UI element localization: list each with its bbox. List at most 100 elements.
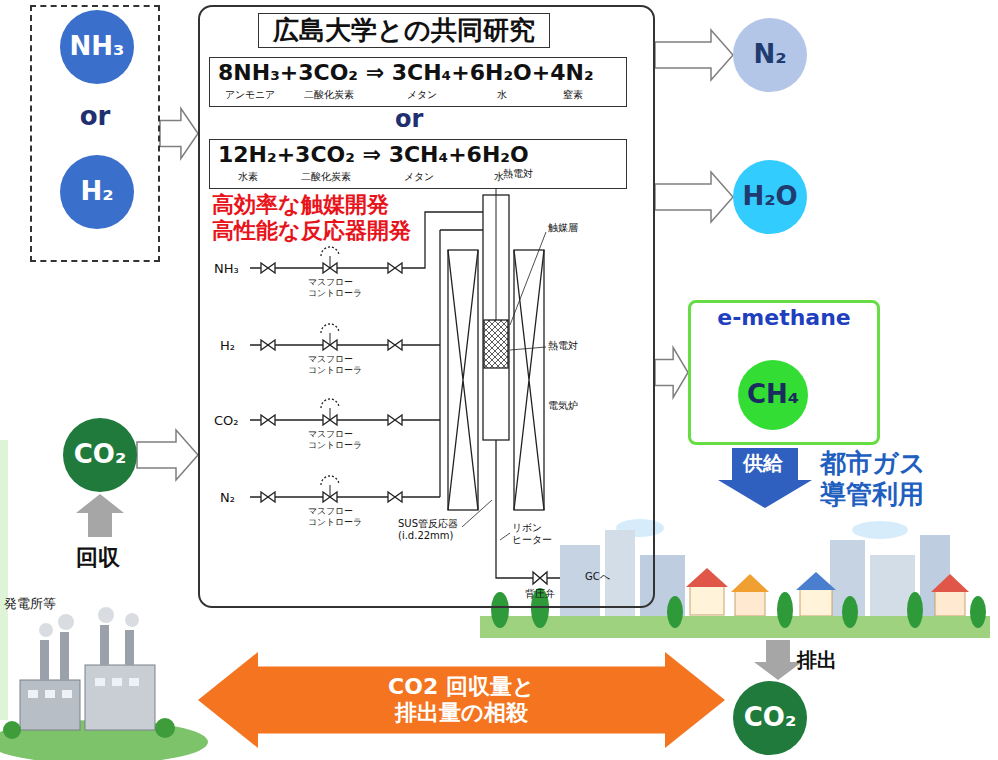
part-label: GCへ: [585, 571, 610, 583]
drawing-part: [112, 678, 122, 686]
drawing-part: [330, 333, 331, 345]
methane-circle: CH₄: [738, 360, 808, 430]
gas-name: N₂: [220, 490, 235, 506]
drawing-part: [321, 324, 339, 333]
equation-text: 12H₂+3CO₂ ⇒ 3CH₄+6H₂O: [218, 142, 529, 168]
drawing-part: [85, 665, 155, 730]
drawing-part: [852, 521, 908, 539]
drawing-part: [125, 630, 134, 665]
drawing-part: [484, 320, 508, 368]
drawing-part: [491, 588, 986, 628]
drawing-part: [95, 678, 105, 686]
drawing-part: [514, 250, 544, 510]
term-label: 窒素: [563, 89, 583, 101]
drawing-part: [155, 718, 175, 738]
part-label: 熱電対: [548, 340, 578, 352]
drawing-part: [261, 340, 275, 350]
drawing-part: [40, 640, 49, 680]
part-label: 触媒層: [548, 222, 578, 234]
term-label: 二酸化炭素: [304, 89, 354, 101]
circle-label: CO₂: [744, 702, 797, 733]
drawing-part: [496, 182, 497, 320]
circle-label: CO₂: [74, 439, 127, 470]
drawing-part: [98, 607, 114, 623]
drawing-part: [45, 690, 55, 698]
flow-arrow: [655, 348, 688, 398]
mass-flow-controller-label: マスフロー コントローラ: [308, 506, 362, 528]
node-label: or: [80, 101, 111, 132]
hydrogen-circle: H₂: [60, 155, 134, 229]
water-circle: H₂O: [733, 160, 807, 234]
drawing-part: [686, 568, 728, 587]
capture-arrow: [76, 494, 124, 537]
drawing-part: [129, 678, 139, 686]
drawing-part: [448, 250, 478, 510]
drawing-part: [58, 614, 74, 630]
drawing-part: [60, 632, 69, 680]
gas-name: CO₂: [214, 413, 239, 429]
town: [480, 519, 990, 638]
drawing-part: [28, 678, 139, 698]
part-label: リボン ヒーター: [512, 522, 552, 546]
or-label: or: [395, 105, 423, 134]
term-label: 水素: [238, 171, 258, 183]
drawing-part: [842, 596, 858, 628]
capture-label: 回収: [76, 545, 120, 571]
drawing-part: [935, 590, 965, 616]
node-label: CO2 回収量と 排出量の相殺: [387, 674, 537, 727]
emission-label: 排出: [797, 648, 837, 672]
part-label: 電気炉: [548, 400, 578, 412]
circle-label: H₂O: [742, 181, 797, 212]
nitrogen-circle: N₂: [733, 18, 807, 92]
drawing-part: [330, 408, 331, 420]
drawing-part: [125, 613, 139, 627]
research-goal: 高効率な触媒開発 高性能な反応器開発: [212, 192, 411, 245]
drawing-part: [777, 592, 793, 628]
drawing-part: [388, 492, 402, 502]
drawing-part: [510, 347, 546, 350]
plant-label: 発電所等: [4, 596, 56, 612]
circle-label: NH₃: [70, 31, 125, 62]
term-label: 二酸化炭素: [301, 171, 351, 183]
ammonia-circle: NH₃: [60, 10, 134, 84]
mass-flow-controller-label: マスフロー コントローラ: [308, 354, 362, 376]
drawing-part: [330, 485, 331, 497]
flow-arrow: [160, 109, 198, 159]
drawing-part: [321, 476, 339, 485]
drawing-part: [388, 340, 402, 350]
part-label: 背圧弁: [525, 588, 555, 600]
mass-flow-controller-label: マスフロー コントローラ: [308, 429, 362, 451]
equation-box: 12H₂+3CO₂ ⇒ 3CH₄+6H₂O水素二酸化炭素メタン水: [209, 139, 627, 189]
flow-arrow: [655, 172, 733, 222]
node-label: e-methane: [717, 305, 851, 331]
drawing-part: [514, 250, 544, 510]
drawing-part: [261, 263, 275, 273]
mass-flow-controller-label: マスフロー コントローラ: [308, 277, 362, 299]
drawing-part: [39, 623, 53, 637]
gas-name: NH₃: [214, 261, 239, 277]
drawing-part: [62, 690, 72, 698]
gas-name: H₂: [220, 338, 235, 354]
drawing-part: [800, 588, 832, 616]
term-label: 水: [497, 89, 507, 101]
drawing-part: [321, 399, 339, 408]
title-text: 広島大学との共同研究: [258, 13, 550, 48]
drawing-part: [560, 545, 600, 620]
flow-arrow: [655, 30, 733, 80]
term-label: メタン: [407, 89, 437, 101]
drawing-part: [261, 415, 275, 425]
flow-arrow: [137, 430, 198, 480]
e-methane-box: CH₄ e-methane: [688, 300, 880, 445]
circle-label: N₂: [753, 39, 786, 70]
co2-circle: CO₂: [63, 418, 137, 492]
part-label: 熱電対: [503, 168, 533, 180]
drawing-part: [388, 263, 402, 273]
drawing-part: [500, 533, 510, 540]
offset-arrow: CO2 回収量と 排出量の相殺: [198, 652, 725, 748]
drawing-part: [931, 574, 969, 592]
double-arrow-shape: [198, 652, 725, 748]
co2-circle: CO₂: [733, 681, 807, 755]
power-plant: [0, 607, 208, 760]
